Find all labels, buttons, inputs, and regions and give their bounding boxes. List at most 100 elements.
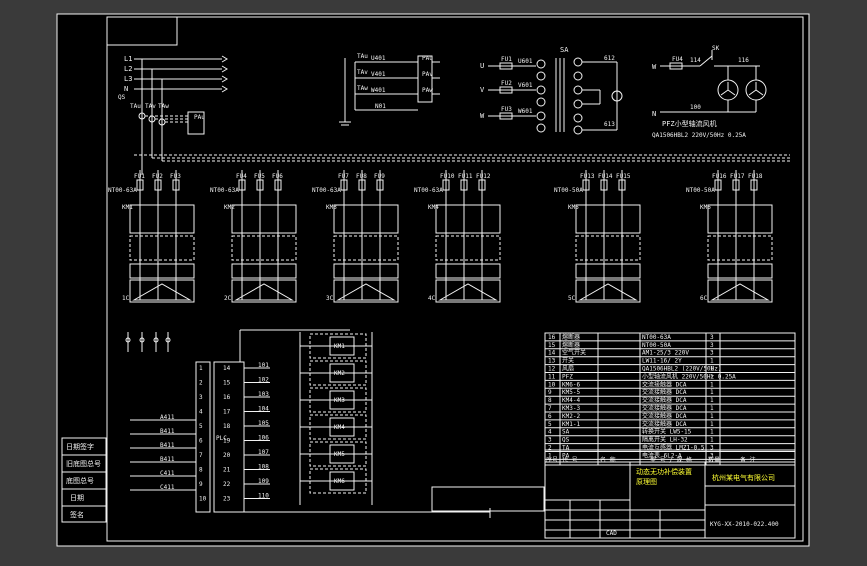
parts-row-spec: 交流接触器 DCA (642, 380, 687, 388)
branch-module-label: 3C (326, 295, 334, 302)
fan-right-wire: 116 (738, 57, 749, 64)
ctrl-wire-label: 106 (258, 435, 269, 442)
parts-row-qty: 3 (710, 334, 714, 341)
parts-row-spec: NT00-50A (642, 342, 671, 349)
ctrl-right-terminal: 22 (223, 481, 231, 488)
parts-row-spec: 转换开关 LW5-15 (642, 428, 692, 436)
ctrl-side-label: B411 (160, 442, 175, 449)
parts-row-code: 熔断器 (562, 333, 580, 341)
ctrl-right-terminal: 17 (223, 409, 231, 416)
parts-row-spec: LW11-16/ 2Y (642, 358, 682, 365)
left-title-tags: 日期签字 旧底图总号 底图总号 日期 签名 (61, 437, 107, 523)
branch-km-label: KM2 (224, 204, 235, 211)
parts-row-spec: QA1506HBL2 (220V/50Hz) (642, 366, 721, 373)
parts-row-spec: 交流接触器 DCA (642, 412, 687, 420)
vm-fuse-v: FU2 (501, 80, 512, 87)
supply-bus: L1 L2 L3 N QS TAu TAv TAw PAu (118, 55, 790, 175)
voltage-meter-block: U V W FU1 FU2 FU3 U601 V601 W601 SA (480, 46, 623, 135)
title-block: 动态无功补偿装置 原理图 杭州某电气有限公司 KYG-XX-2010-022.4… (431, 449, 796, 539)
fan-circuit: W FU4 114 SK 116 N 100 PFZ小型轴流风机 QA1506H… (652, 45, 767, 139)
branch-fuse-label: FU12 (476, 173, 491, 180)
ctrl-right-terminal: 15 (223, 380, 231, 387)
parts-row-code: KM3-3 (562, 405, 580, 412)
branch-km-label: KM6 (700, 204, 711, 211)
parts-row-spec: 电流表 6L2-A (642, 451, 682, 459)
ctrl-wire-label: 102 (258, 377, 269, 384)
parts-row-no: 13 (548, 358, 556, 365)
ctrl-right-terminal: 23 (223, 496, 231, 503)
parts-row-code: QS (562, 437, 570, 444)
branch-km-label: KM1 (122, 204, 133, 211)
parts-row-no: 4 (548, 429, 552, 436)
ctrl-right-terminal: 19 (223, 438, 231, 445)
vm-fuse-u: FU1 (501, 56, 512, 63)
vm-label-w: W601 (518, 108, 533, 115)
ctrl-wire-label: 105 (258, 420, 269, 427)
parts-row-spec: 交流接触器 DCA (642, 404, 687, 412)
parts-row-code: KM6-6 (562, 381, 580, 388)
ta-label-u: TAu (130, 103, 141, 110)
qs-label: QS (118, 94, 126, 101)
phase-l3-label: L3 (124, 75, 132, 83)
parts-row-qty: 3 (710, 452, 714, 459)
parts-row-qty: 3 (710, 445, 714, 452)
fan-switch: SK (712, 45, 720, 52)
title-format: CAD (606, 530, 617, 537)
parts-header-cell: 数量 (708, 456, 720, 464)
branch-fuse-label: FU8 (356, 173, 367, 180)
vm-phase-v: V (480, 86, 485, 94)
fan-wire: 114 (690, 57, 701, 64)
branch-module-label: 1C (122, 295, 130, 302)
parts-row-code: PA (562, 452, 570, 459)
branch-fuse-label: FU1 (134, 173, 145, 180)
branch-module-label: 5C (568, 295, 576, 302)
parts-header-cell: 备 注 (740, 456, 756, 464)
fan-neutral: N (652, 110, 656, 118)
parts-row-qty: 1 (710, 358, 714, 365)
parts-row-code: 开关 (562, 357, 574, 365)
fan-phase: W (652, 63, 657, 71)
parts-row-no: 14 (548, 350, 556, 357)
cm-neutral: N01 (375, 103, 386, 110)
ladder-coil-label: KM3 (334, 397, 345, 404)
parts-row-qty: 3 (710, 350, 714, 357)
branch-fuse-label: FU2 (152, 173, 163, 180)
controller-block: PLC (125, 329, 491, 518)
parts-row-code: 空气开关 (562, 349, 586, 357)
branch-module-label: 4C (428, 295, 436, 302)
parts-row-code: KM5-5 (562, 389, 580, 396)
ctrl-left-terminal: 3 (199, 394, 203, 401)
branch-fuse-label: FU3 (170, 173, 181, 180)
ctrl-left-terminal: 7 (199, 452, 203, 459)
cm-row2-right: PAw (422, 87, 433, 94)
branch-km-label: KM4 (428, 204, 439, 211)
parts-header-cell: 代 号 (562, 456, 578, 464)
left-tag-1: 旧底图总号 (66, 459, 101, 468)
ladder-coil-label: KM2 (334, 370, 345, 377)
parts-row-spec: 交流接触器 DCA (642, 420, 687, 428)
parts-row-spec: 电流互感器 LMZ1-0.5 (642, 444, 705, 452)
neutral-label: N (124, 85, 128, 93)
ladder-coil-label: KM5 (334, 451, 345, 458)
ctrl-left-terminal: 1 (199, 365, 203, 372)
controller-label: PLC (216, 435, 227, 442)
parts-row-no: 1 (548, 452, 552, 459)
parts-row-spec: 隔离开关 LH-32 (642, 436, 688, 444)
branch-fuse-label: FU10 (440, 173, 455, 180)
parts-row-qty: 1 (710, 373, 714, 380)
cm-row0-right: PAu (422, 55, 433, 62)
cm-row2-mid: W401 (371, 87, 386, 94)
ctrl-right-terminal: 18 (223, 423, 231, 430)
parts-row-no: 15 (548, 342, 556, 349)
branch-breaker-label: NT00-63A (108, 187, 137, 194)
vm-phase-u: U (480, 62, 484, 70)
left-tag-0: 日期签字 (66, 442, 94, 451)
parts-row-spec: NT00-63A (642, 334, 671, 341)
branch-km-label: KM3 (326, 204, 337, 211)
